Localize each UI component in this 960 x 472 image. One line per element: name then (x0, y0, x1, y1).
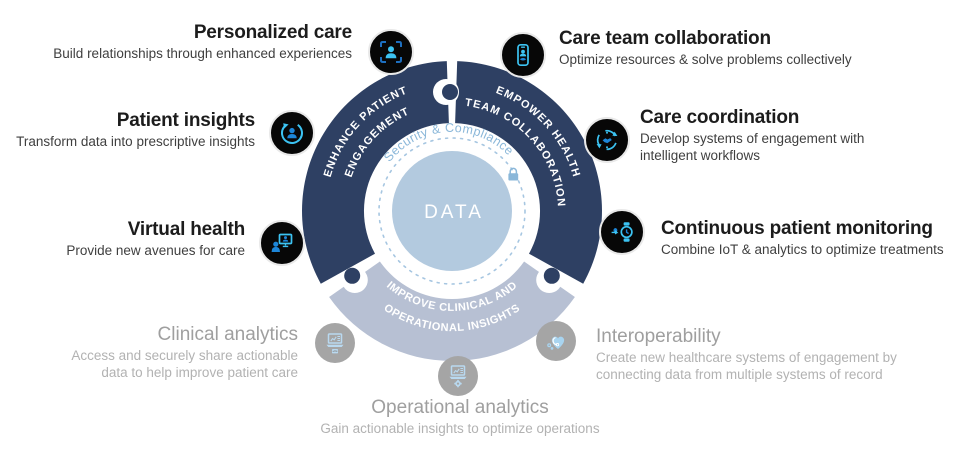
item-description: Build relationships through enhanced exp… (53, 45, 352, 61)
item-title: Continuous patient monitoring (661, 218, 933, 239)
puzzle-knob-right (536, 267, 563, 293)
item-title: Clinical analytics (157, 324, 298, 345)
item-description: Combine IoT & analytics to optimize trea… (661, 241, 944, 257)
item-continuous-patient-monitoring: Continuous patient monitoring Combine Io… (661, 218, 944, 259)
person-refresh-icon (269, 110, 315, 156)
item-title: Virtual health (127, 219, 245, 240)
puzzle-knob-left (341, 267, 368, 293)
smartwatch-glyph (611, 222, 633, 242)
telehealth-monitor-icon (259, 220, 305, 266)
heart-stethoscope-icon (536, 321, 576, 361)
heart-stethoscope-glyph (547, 336, 565, 350)
item-description: Optimize resources & solve problems coll… (559, 51, 852, 67)
telehealth-monitor-glyph (271, 233, 293, 252)
person-focus-icon (368, 29, 414, 75)
data-center-label: DATA (424, 202, 484, 223)
item-title: Personalized care (193, 22, 352, 43)
item-virtual-health: Virtual health Provide new avenues for c… (66, 219, 245, 260)
item-title: Care coordination (640, 107, 800, 128)
phone-team-icon (500, 32, 546, 78)
laptop-chart-glyph (326, 333, 344, 354)
smartwatch-icon (599, 209, 645, 255)
person-refresh-glyph (281, 122, 303, 144)
item-title: Care team collaboration (559, 28, 771, 49)
item-title: Interoperability (596, 326, 721, 347)
item-care-coordination: Care coordination Develop systems of eng… (640, 107, 865, 165)
item-description: Develop systems of engagement with intel… (640, 130, 865, 163)
item-patient-insights: Patient insights Transform data into pre… (16, 110, 255, 151)
item-care-team-collaboration: Care team collaboration Optimize resourc… (559, 28, 852, 69)
item-description: Transform data into prescriptive insight… (16, 133, 255, 149)
item-clinical-analytics: Clinical analytics Access and securely s… (48, 324, 298, 382)
segment-improve-clinical-operational-insights (329, 261, 575, 362)
segment-enhance-patient-engagement (302, 61, 449, 284)
item-description: Access and securely share actionable dat… (71, 347, 298, 380)
laptop-gear-icon (438, 356, 478, 396)
item-operational-analytics: Operational analytics Gain actionable in… (260, 397, 660, 438)
phone-team-glyph (517, 43, 529, 67)
item-personalized-care: Personalized care Build relationships th… (53, 22, 352, 63)
lock-icon (508, 167, 519, 181)
person-focus-glyph (380, 41, 402, 63)
laptop-gear-glyph (449, 365, 467, 388)
segment-empower-health-team-collaboration (455, 61, 602, 284)
item-description: Create new healthcare systems of engagem… (596, 349, 897, 382)
puzzle-knob-top (433, 79, 459, 105)
item-title: Patient insights (116, 110, 255, 131)
cycle-handshake-icon (584, 117, 630, 163)
item-interoperability: Interoperability Create new healthcare s… (596, 326, 931, 384)
item-description: Gain actionable insights to optimize ope… (320, 420, 600, 436)
item-description: Provide new avenues for care (66, 242, 245, 258)
security-dashed-ring (378, 137, 526, 285)
laptop-chart-icon (315, 323, 355, 363)
cycle-handshake-glyph (596, 129, 618, 151)
data-center-circle (392, 151, 512, 271)
item-title: Operational analytics (371, 397, 549, 418)
